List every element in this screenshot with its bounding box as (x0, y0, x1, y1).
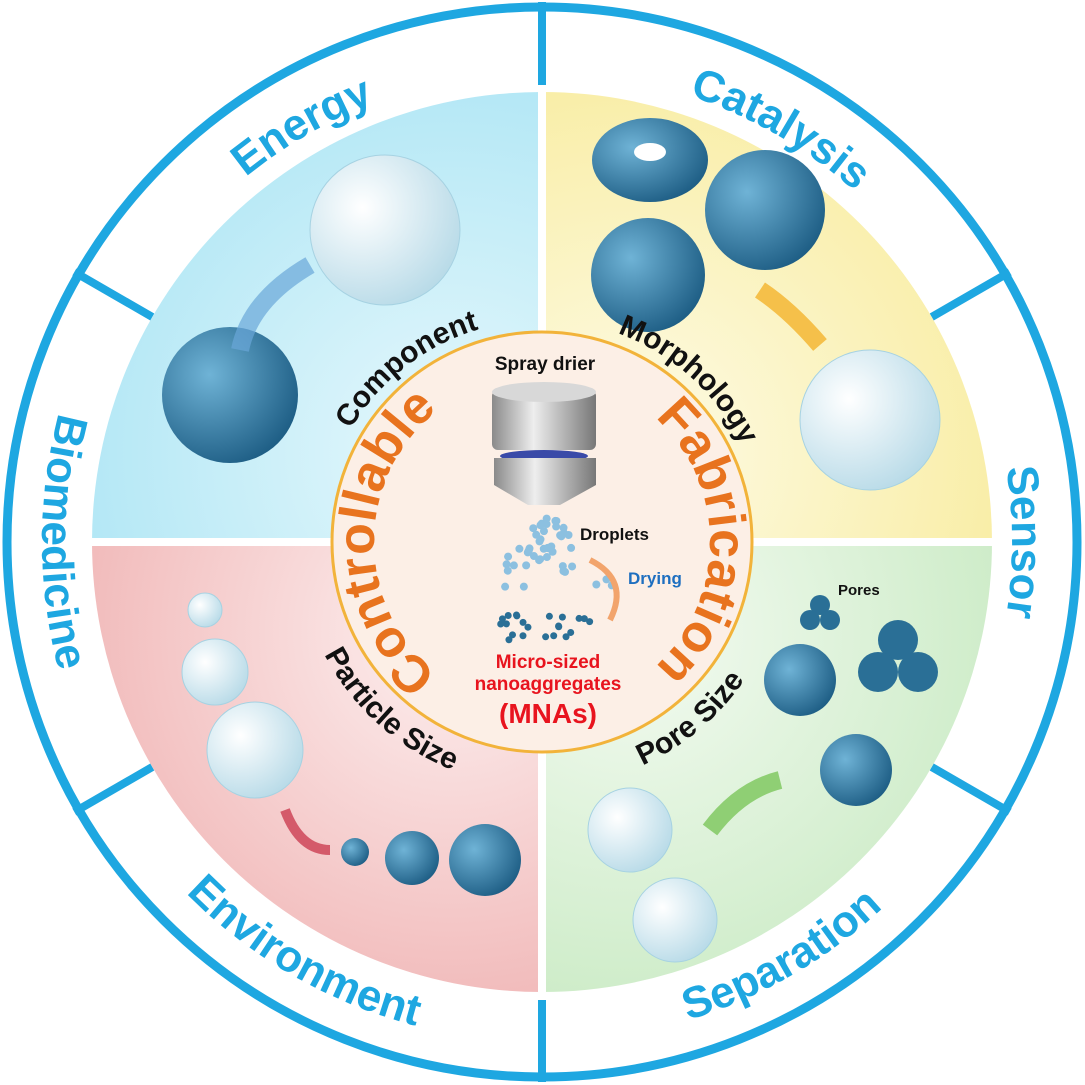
small-pore-sphere (764, 644, 836, 716)
drying-arrow-icon (588, 557, 620, 622)
mna-large (449, 824, 521, 896)
droplet (552, 516, 561, 525)
droplet (515, 544, 524, 553)
solid-sphere (705, 150, 825, 270)
bubble-small (187, 592, 223, 628)
droplet (535, 556, 544, 565)
nanoaggregate (524, 623, 532, 631)
nanoaggregate (567, 628, 575, 636)
composite-sphere (162, 327, 298, 463)
product-label-line1: Micro-sized (496, 652, 601, 673)
mna-medium (385, 831, 439, 885)
bubble-sphere (799, 349, 941, 491)
nanoaggregate (498, 615, 506, 623)
holey-sphere (591, 218, 705, 332)
droplet (519, 582, 528, 591)
droplet (524, 546, 533, 555)
pore-cluster-large (878, 620, 918, 660)
droplet (501, 582, 510, 591)
droplet (592, 580, 601, 589)
arrow-icon (280, 808, 331, 855)
droplet (556, 531, 565, 540)
droplets-icon (497, 514, 616, 644)
droplet (503, 566, 512, 575)
arrow-icon (702, 771, 783, 836)
nanoaggregate (519, 632, 527, 640)
bubble-medium (181, 638, 249, 706)
droplet (509, 561, 518, 570)
mna-small (341, 838, 369, 866)
nanoaggregate (505, 636, 513, 644)
droplet (564, 531, 573, 540)
drying-label: Drying (628, 569, 682, 588)
bubble-sphere (587, 787, 673, 873)
nanoaggregate (562, 633, 570, 641)
nanoaggregate (550, 632, 558, 640)
particle-illustrations: Pores (162, 118, 941, 963)
nanoaggregate (545, 612, 553, 620)
pore-cluster (800, 610, 820, 630)
nanoaggregate (558, 613, 566, 621)
nanoaggregate (519, 618, 527, 626)
spray-drier-icon (492, 382, 596, 505)
droplet (529, 524, 538, 533)
droplet (542, 553, 551, 562)
pore-cluster-large (898, 652, 938, 692)
product-abbreviation: (MNAs) (499, 698, 597, 729)
droplet (502, 560, 511, 569)
droplet (539, 544, 548, 553)
droplet (539, 527, 548, 536)
droplet (536, 521, 545, 530)
pore-cluster (820, 610, 840, 630)
nanoaggregate (512, 611, 520, 619)
ring-divider (929, 763, 1012, 816)
pore-cluster-large (858, 652, 898, 692)
nanoaggregate (555, 623, 563, 631)
bubble-sphere (309, 154, 461, 306)
product-label-line2: nanoaggregates (475, 674, 622, 695)
ring-divider (72, 268, 155, 321)
pore-cluster (810, 595, 830, 615)
nanoaggregate (509, 631, 517, 639)
droplet (504, 552, 513, 561)
label-sensor: Sensor (996, 463, 1051, 622)
droplet (559, 567, 568, 576)
nanoaggregate (586, 618, 594, 626)
arrow-icon (754, 282, 827, 351)
ring-divider (72, 763, 155, 816)
droplet (568, 562, 577, 571)
droplet (542, 514, 551, 523)
bubble-sphere (632, 877, 718, 963)
nanoaggregate (580, 615, 588, 623)
ring-divider (929, 268, 1012, 321)
nanoaggregate (542, 633, 550, 641)
pores-label: Pores (838, 582, 880, 599)
nanoaggregate (575, 614, 583, 622)
droplets-label: Droplets (580, 525, 649, 544)
nanoaggregate (502, 620, 510, 628)
torus-hole (634, 143, 666, 161)
large-pore-sphere (820, 734, 892, 806)
bubble-large (206, 701, 304, 799)
droplet (567, 543, 576, 552)
spray-drier-label: Spray drier (495, 354, 596, 375)
nanoaggregate (504, 612, 512, 620)
ring-dividers (72, 2, 1012, 1082)
droplet (522, 561, 531, 570)
droplet (536, 535, 545, 544)
arrow-icon (231, 257, 315, 353)
